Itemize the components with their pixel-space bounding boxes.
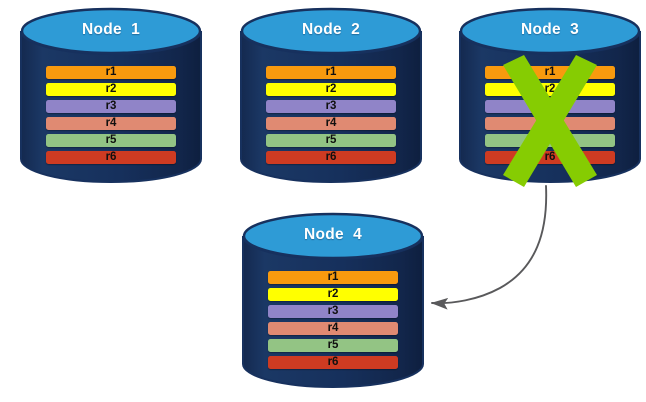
cylinder-top-ellipse <box>242 212 424 260</box>
row-bar-r2[interactable]: r2 <box>266 83 396 96</box>
row-bar-r1[interactable]: r1 <box>46 66 176 79</box>
row-label: r5 <box>327 338 339 351</box>
row-label: r5 <box>105 133 117 146</box>
node-row-list: r1 r2 r3 r4 r5 r6 <box>46 66 176 164</box>
failover-arrow-path <box>430 185 548 310</box>
row-label: r3 <box>327 304 339 317</box>
row-label: r4 <box>325 116 337 129</box>
row-label: r2 <box>325 82 337 95</box>
cylinder-top-ellipse <box>20 7 202 55</box>
row-bar-r2[interactable]: r2 <box>46 83 176 96</box>
row-bar-r3[interactable]: r3 <box>46 100 176 113</box>
row-label: r4 <box>327 321 339 334</box>
row-bar-r4[interactable]: r4 <box>46 117 176 130</box>
row-bar-r6[interactable]: r6 <box>46 151 176 164</box>
cylinder-top-ellipse <box>240 7 422 55</box>
row-label: r2 <box>327 287 339 300</box>
row-bar-r3[interactable]: r3 <box>266 100 396 113</box>
row-label: r6 <box>105 150 117 163</box>
row-bar-r2[interactable]: r2 <box>268 288 398 301</box>
row-bar-r4[interactable]: r4 <box>268 322 398 335</box>
row-bar-r4[interactable]: r4 <box>266 117 396 130</box>
row-label: r4 <box>105 116 117 129</box>
node-row-list: r1 r2 r3 r4 r5 r6 <box>268 271 398 369</box>
row-label: r3 <box>105 99 117 112</box>
row-bar-r5[interactable]: r5 <box>46 134 176 147</box>
row-label: r1 <box>327 270 339 283</box>
row-bar-r5[interactable]: r5 <box>268 339 398 352</box>
row-label: r6 <box>325 150 337 163</box>
row-bar-r1[interactable]: r1 <box>266 66 396 79</box>
row-label: r5 <box>325 133 337 146</box>
row-label: r6 <box>327 355 339 368</box>
row-label: r2 <box>105 82 117 95</box>
row-label: r1 <box>325 65 337 78</box>
row-bar-r5[interactable]: r5 <box>266 134 396 147</box>
row-label: r3 <box>325 99 337 112</box>
node-row-list: r1 r2 r3 r4 r5 r6 <box>266 66 396 164</box>
row-bar-r1[interactable]: r1 <box>268 271 398 284</box>
row-bar-r6[interactable]: r6 <box>266 151 396 164</box>
row-label: r1 <box>105 65 117 78</box>
row-bar-r3[interactable]: r3 <box>268 305 398 318</box>
row-bar-r6[interactable]: r6 <box>268 356 398 369</box>
cylinder-top-ellipse <box>459 7 641 55</box>
